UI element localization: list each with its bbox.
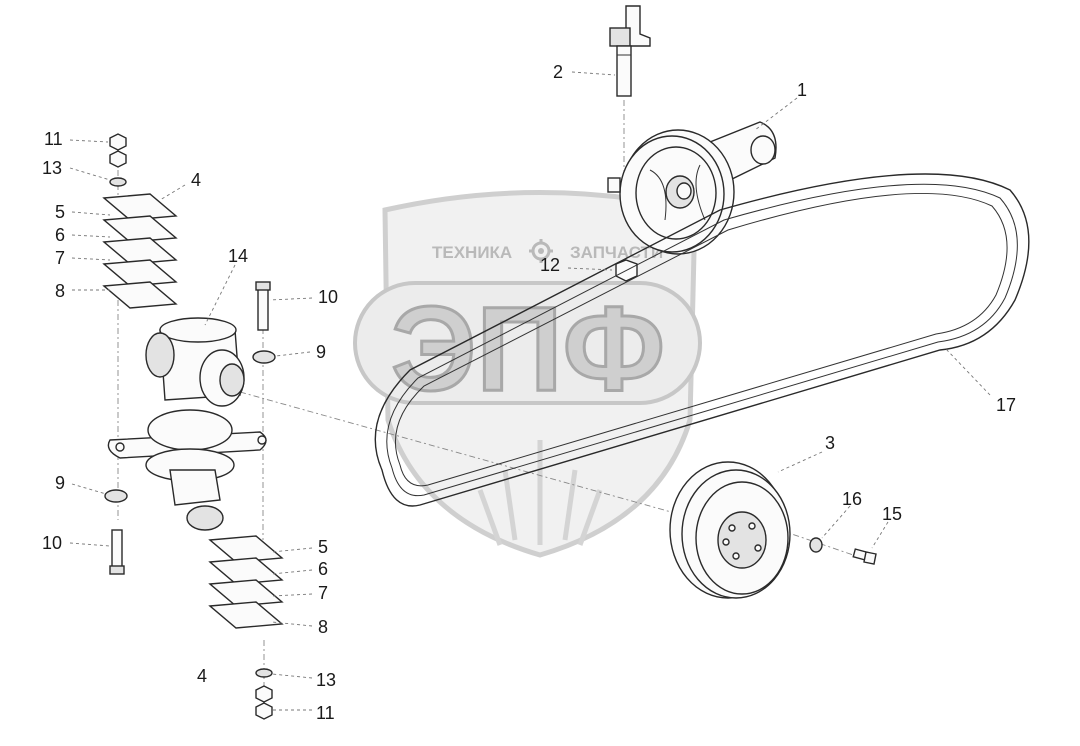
callout-9-right: 9 bbox=[316, 342, 326, 362]
watermark-left-text: ТЕХНИКА bbox=[432, 243, 512, 262]
callout-6-bottom: 6 bbox=[318, 559, 328, 579]
part-washer-16 bbox=[809, 537, 823, 553]
washer-9-right bbox=[252, 350, 276, 364]
part-belt bbox=[374, 173, 1030, 507]
shim-stack-top bbox=[102, 193, 178, 309]
callout-11-bottom: 11 bbox=[316, 703, 335, 723]
washer-9-left bbox=[104, 489, 128, 503]
callout-6-top: 6 bbox=[55, 225, 65, 245]
gear-icon bbox=[529, 239, 553, 263]
callout-4-top: 4 bbox=[191, 170, 201, 190]
leader-lines bbox=[69, 71, 991, 711]
callout-15: 15 bbox=[882, 504, 902, 524]
fasteners-bottom bbox=[255, 668, 273, 720]
watermark-banner bbox=[353, 281, 702, 405]
callout-9-left: 9 bbox=[55, 473, 65, 493]
part-bolt-bracket bbox=[609, 5, 651, 97]
wheat-emblem bbox=[477, 440, 603, 546]
callouts: 1 2 3 4 4 5 5 6 6 7 7 8 8 9 9 10 10 11 1… bbox=[42, 62, 1016, 723]
callout-7-top: 7 bbox=[55, 248, 65, 268]
callout-2: 2 bbox=[553, 62, 563, 82]
callout-7-bottom: 7 bbox=[318, 583, 328, 603]
callout-5-bottom: 5 bbox=[318, 537, 328, 557]
callout-4-bottom: 4 bbox=[197, 666, 207, 686]
callout-12: 12 bbox=[540, 255, 560, 275]
bolt-10-right bbox=[255, 281, 271, 331]
callout-8-top: 8 bbox=[55, 281, 65, 301]
callout-10-right: 10 bbox=[318, 287, 338, 307]
part-crank-pulley bbox=[669, 461, 791, 599]
bolt-10-left bbox=[109, 529, 125, 575]
watermark-big-text: ЭПФ bbox=[391, 282, 665, 416]
callout-16: 16 bbox=[842, 489, 862, 509]
fasteners-left-top bbox=[109, 133, 127, 187]
part-gearbox bbox=[107, 317, 267, 531]
part-tensioner-pulley bbox=[607, 121, 777, 255]
callout-10-left: 10 bbox=[42, 533, 62, 553]
callout-13-bottom: 13 bbox=[316, 670, 336, 690]
callout-17: 17 bbox=[996, 395, 1016, 415]
shim-stack-bottom bbox=[208, 535, 284, 629]
callout-14: 14 bbox=[228, 246, 248, 266]
watermark-right-text: ЗАПЧАСТИ bbox=[570, 243, 663, 262]
callout-13-top: 13 bbox=[42, 158, 62, 178]
callout-8-bottom: 8 bbox=[318, 617, 328, 637]
callout-11-top: 11 bbox=[44, 129, 63, 149]
callout-5-top: 5 bbox=[55, 202, 65, 222]
part-bolt-15 bbox=[852, 548, 877, 565]
callout-1: 1 bbox=[797, 80, 807, 100]
watermark: ТЕХНИКА ЗАПЧАСТИ ЭПФ bbox=[353, 190, 702, 558]
callout-3: 3 bbox=[825, 433, 835, 453]
